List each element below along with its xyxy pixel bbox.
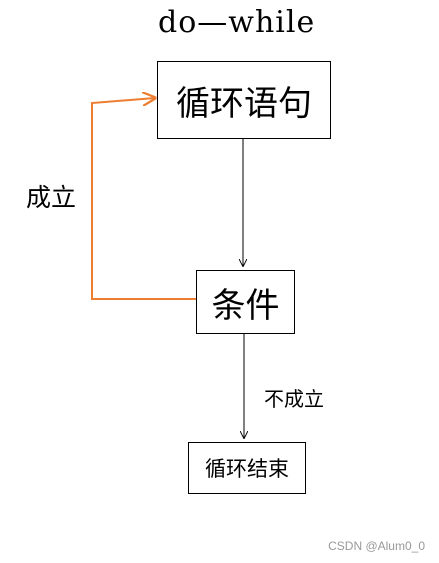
edge-label-false: 不成立 <box>264 387 324 411</box>
node-loop-body-label: 循环语句 <box>176 83 312 124</box>
diagram-title: do—while <box>158 5 316 40</box>
watermark: CSDN @Alum0_0 <box>328 539 425 553</box>
arrow-condition-back-to-loop <box>91 98 196 300</box>
node-condition-label: 条件 <box>211 285 280 326</box>
edge-label-true: 成立 <box>26 183 77 212</box>
node-loop-body: 循环语句 <box>157 61 331 139</box>
node-loop-end-label: 循环结束 <box>205 457 289 481</box>
node-condition: 条件 <box>196 270 295 334</box>
node-loop-end: 循环结束 <box>188 442 306 494</box>
